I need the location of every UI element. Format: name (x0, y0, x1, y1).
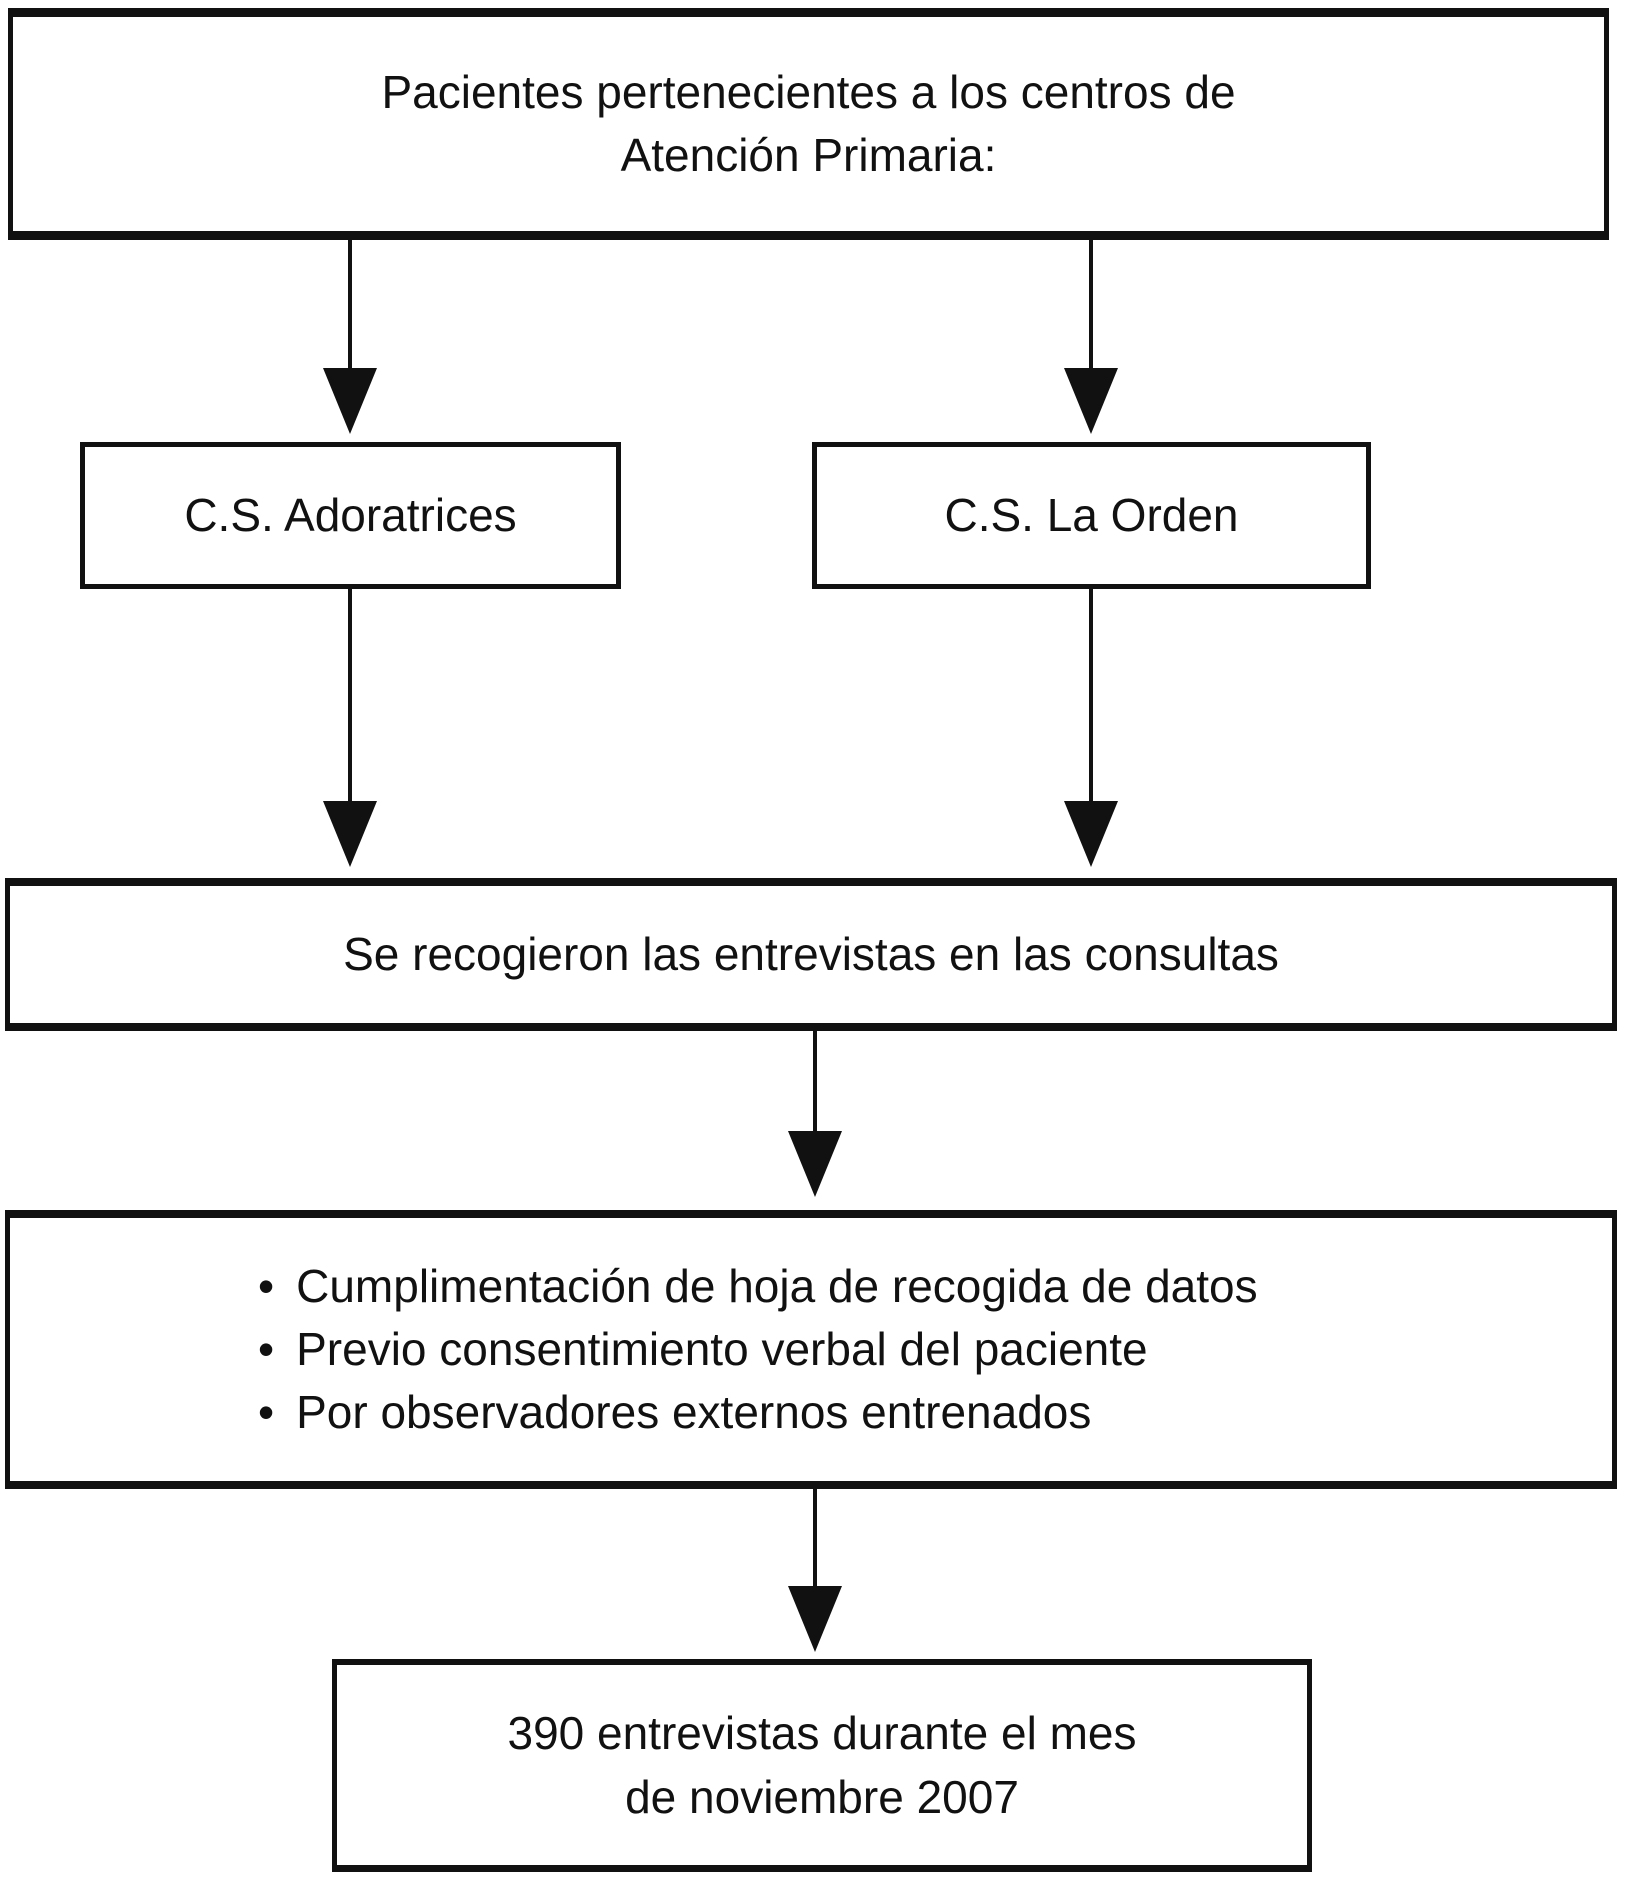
bullet-icon: • (258, 1260, 275, 1312)
node-result-line1: 390 entrevistas durante el mes (507, 1707, 1137, 1759)
node-adoratrices-label: C.S. Adoratrices (184, 489, 517, 541)
bullet-item-label: Previo consentimiento verbal del pacient… (296, 1323, 1148, 1375)
node-result-line2: de noviembre 2007 (625, 1771, 1019, 1823)
arrowhead-down (1064, 368, 1118, 434)
bullet-icon: • (258, 1323, 275, 1375)
arrow-line (813, 1031, 817, 1131)
bullet-item: • Previo consentimiento verbal del pacie… (258, 1318, 1148, 1381)
node-la-orden-label: C.S. La Orden (944, 489, 1239, 541)
arrow-line (813, 1489, 817, 1586)
arrowhead-down (788, 1586, 842, 1652)
arrow-collection-to-method (788, 1031, 842, 1197)
arrow-patients-to-la-orden (1064, 238, 1118, 434)
arrowhead-down (323, 368, 377, 434)
bullet-icon: • (258, 1386, 275, 1438)
arrow-method-to-result (788, 1489, 842, 1652)
node-result: 390 entrevistas durante el mes de noviem… (332, 1659, 1312, 1872)
bullet-item: • Por observadores externos entrenados (258, 1381, 1091, 1444)
arrowhead-down (788, 1131, 842, 1197)
arrow-line (348, 589, 352, 801)
node-adoratrices: C.S. Adoratrices (80, 442, 621, 589)
node-patients: Pacientes pertenecientes a los centros d… (8, 8, 1609, 240)
node-collection-label: Se recogieron las entrevistas en las con… (343, 928, 1279, 980)
bullet-item-label: Por observadores externos entrenados (296, 1386, 1092, 1438)
node-patients-line1: Pacientes pertenecientes a los centros d… (381, 66, 1236, 118)
bullet-item: • Cumplimentación de hoja de recogida de… (258, 1255, 1258, 1318)
arrow-line (1089, 238, 1093, 368)
arrow-patients-to-adoratrices (323, 238, 377, 434)
arrowhead-down (1064, 801, 1118, 867)
bullet-item-label: Cumplimentación de hoja de recogida de d… (296, 1260, 1258, 1312)
arrow-line (1089, 589, 1093, 801)
node-la-orden: C.S. La Orden (812, 442, 1371, 589)
arrow-adoratrices-to-collection (323, 589, 377, 867)
node-collection: Se recogieron las entrevistas en las con… (5, 878, 1617, 1031)
node-method: • Cumplimentación de hoja de recogida de… (5, 1210, 1617, 1489)
arrow-line (348, 238, 352, 368)
node-patients-line2: Atención Primaria: (620, 129, 997, 181)
arrowhead-down (323, 801, 377, 867)
arrow-la-orden-to-collection (1064, 589, 1118, 867)
